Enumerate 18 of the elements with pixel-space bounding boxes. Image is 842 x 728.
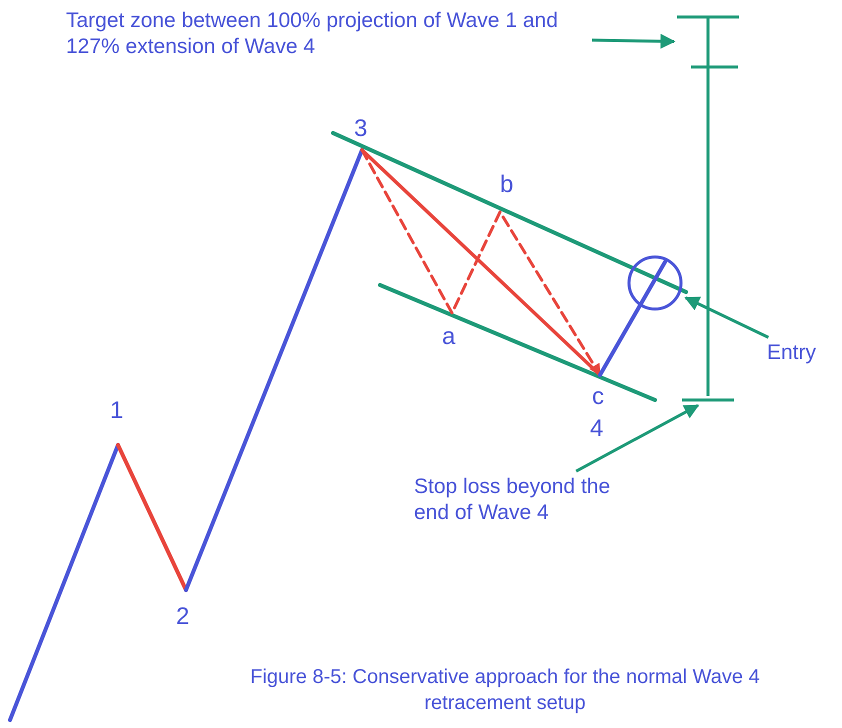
- wave-label: c: [592, 384, 604, 410]
- wave-label: a: [442, 324, 456, 350]
- leader-arrow: [684, 296, 770, 339]
- annotation-text: Stop loss beyond the end of Wave 4: [414, 474, 624, 530]
- leader-arrow: [592, 34, 676, 49]
- price-range-line: [706, 70, 710, 396]
- wave-label: 2: [176, 604, 190, 630]
- annotation-text: Entry: [767, 340, 839, 368]
- entry-circle: [627, 255, 683, 311]
- figure-caption: Figure 8-5: Conservative approach for the normal Wave 4 retracement setup: [249, 665, 761, 716]
- wave-label: 4: [590, 416, 604, 442]
- target-zone-bracket: [677, 14, 739, 70]
- wave-label: 1: [110, 398, 124, 424]
- leader-arrow: [575, 404, 700, 472]
- stop-level-tick: [682, 396, 734, 404]
- wave-label: b: [500, 172, 514, 198]
- wave-label: 3: [354, 116, 368, 142]
- annotation-text: Target zone between 100% projection of Wave 1 and 127% extension of Wave 4: [66, 8, 586, 64]
